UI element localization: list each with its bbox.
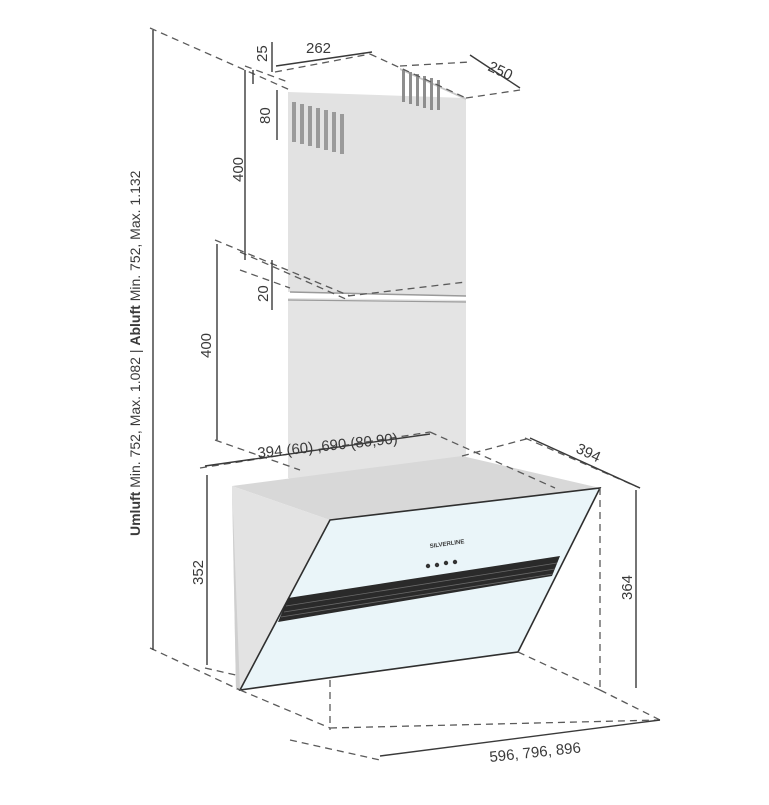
label-hood-depth: 394 (573, 440, 603, 466)
side-title: Umluft Min. 752, Max. 1.082 | Abluft Min… (127, 170, 143, 536)
dimension-labels: 25 262 250 80 400 20 400 394 (60) ,690 (… (127, 40, 636, 766)
upper-chimney (288, 68, 467, 297)
vent-slats-left (292, 102, 344, 154)
umluft-label: Umluft (127, 491, 143, 536)
label-total-width: 596, 796, 896 (489, 739, 582, 765)
abluft-label: Abluft (127, 305, 143, 346)
dimension-lines (152, 30, 661, 757)
label-front-height: 364 (619, 575, 636, 600)
abluft-range: Min. 752, Max. 1.132 (127, 170, 143, 305)
umluft-range: Min. 752, Max. 1.082 | (127, 346, 143, 492)
control-button[interactable] (425, 563, 431, 569)
dark-glass-band (278, 556, 560, 622)
control-buttons (425, 559, 458, 569)
label-chimney-width: 262 (306, 40, 331, 57)
label-top-offset: 25 (254, 45, 271, 62)
label-back-height: 352 (190, 560, 207, 585)
dashed-guides (149, 27, 661, 761)
label-overlap: 20 (255, 285, 272, 302)
lower-chimney (287, 298, 467, 500)
hood-body: SILVERLINE (232, 456, 602, 692)
label-chimney-depth: 250 (485, 58, 515, 84)
brand-logo-text: SILVERLINE (429, 539, 464, 550)
label-vent-height: 80 (257, 107, 274, 124)
control-button[interactable] (452, 559, 458, 565)
label-upper-chimney: 400 (230, 157, 247, 182)
control-button[interactable] (434, 562, 440, 568)
label-lower-chimney: 400 (198, 333, 215, 358)
control-button[interactable] (443, 560, 449, 566)
